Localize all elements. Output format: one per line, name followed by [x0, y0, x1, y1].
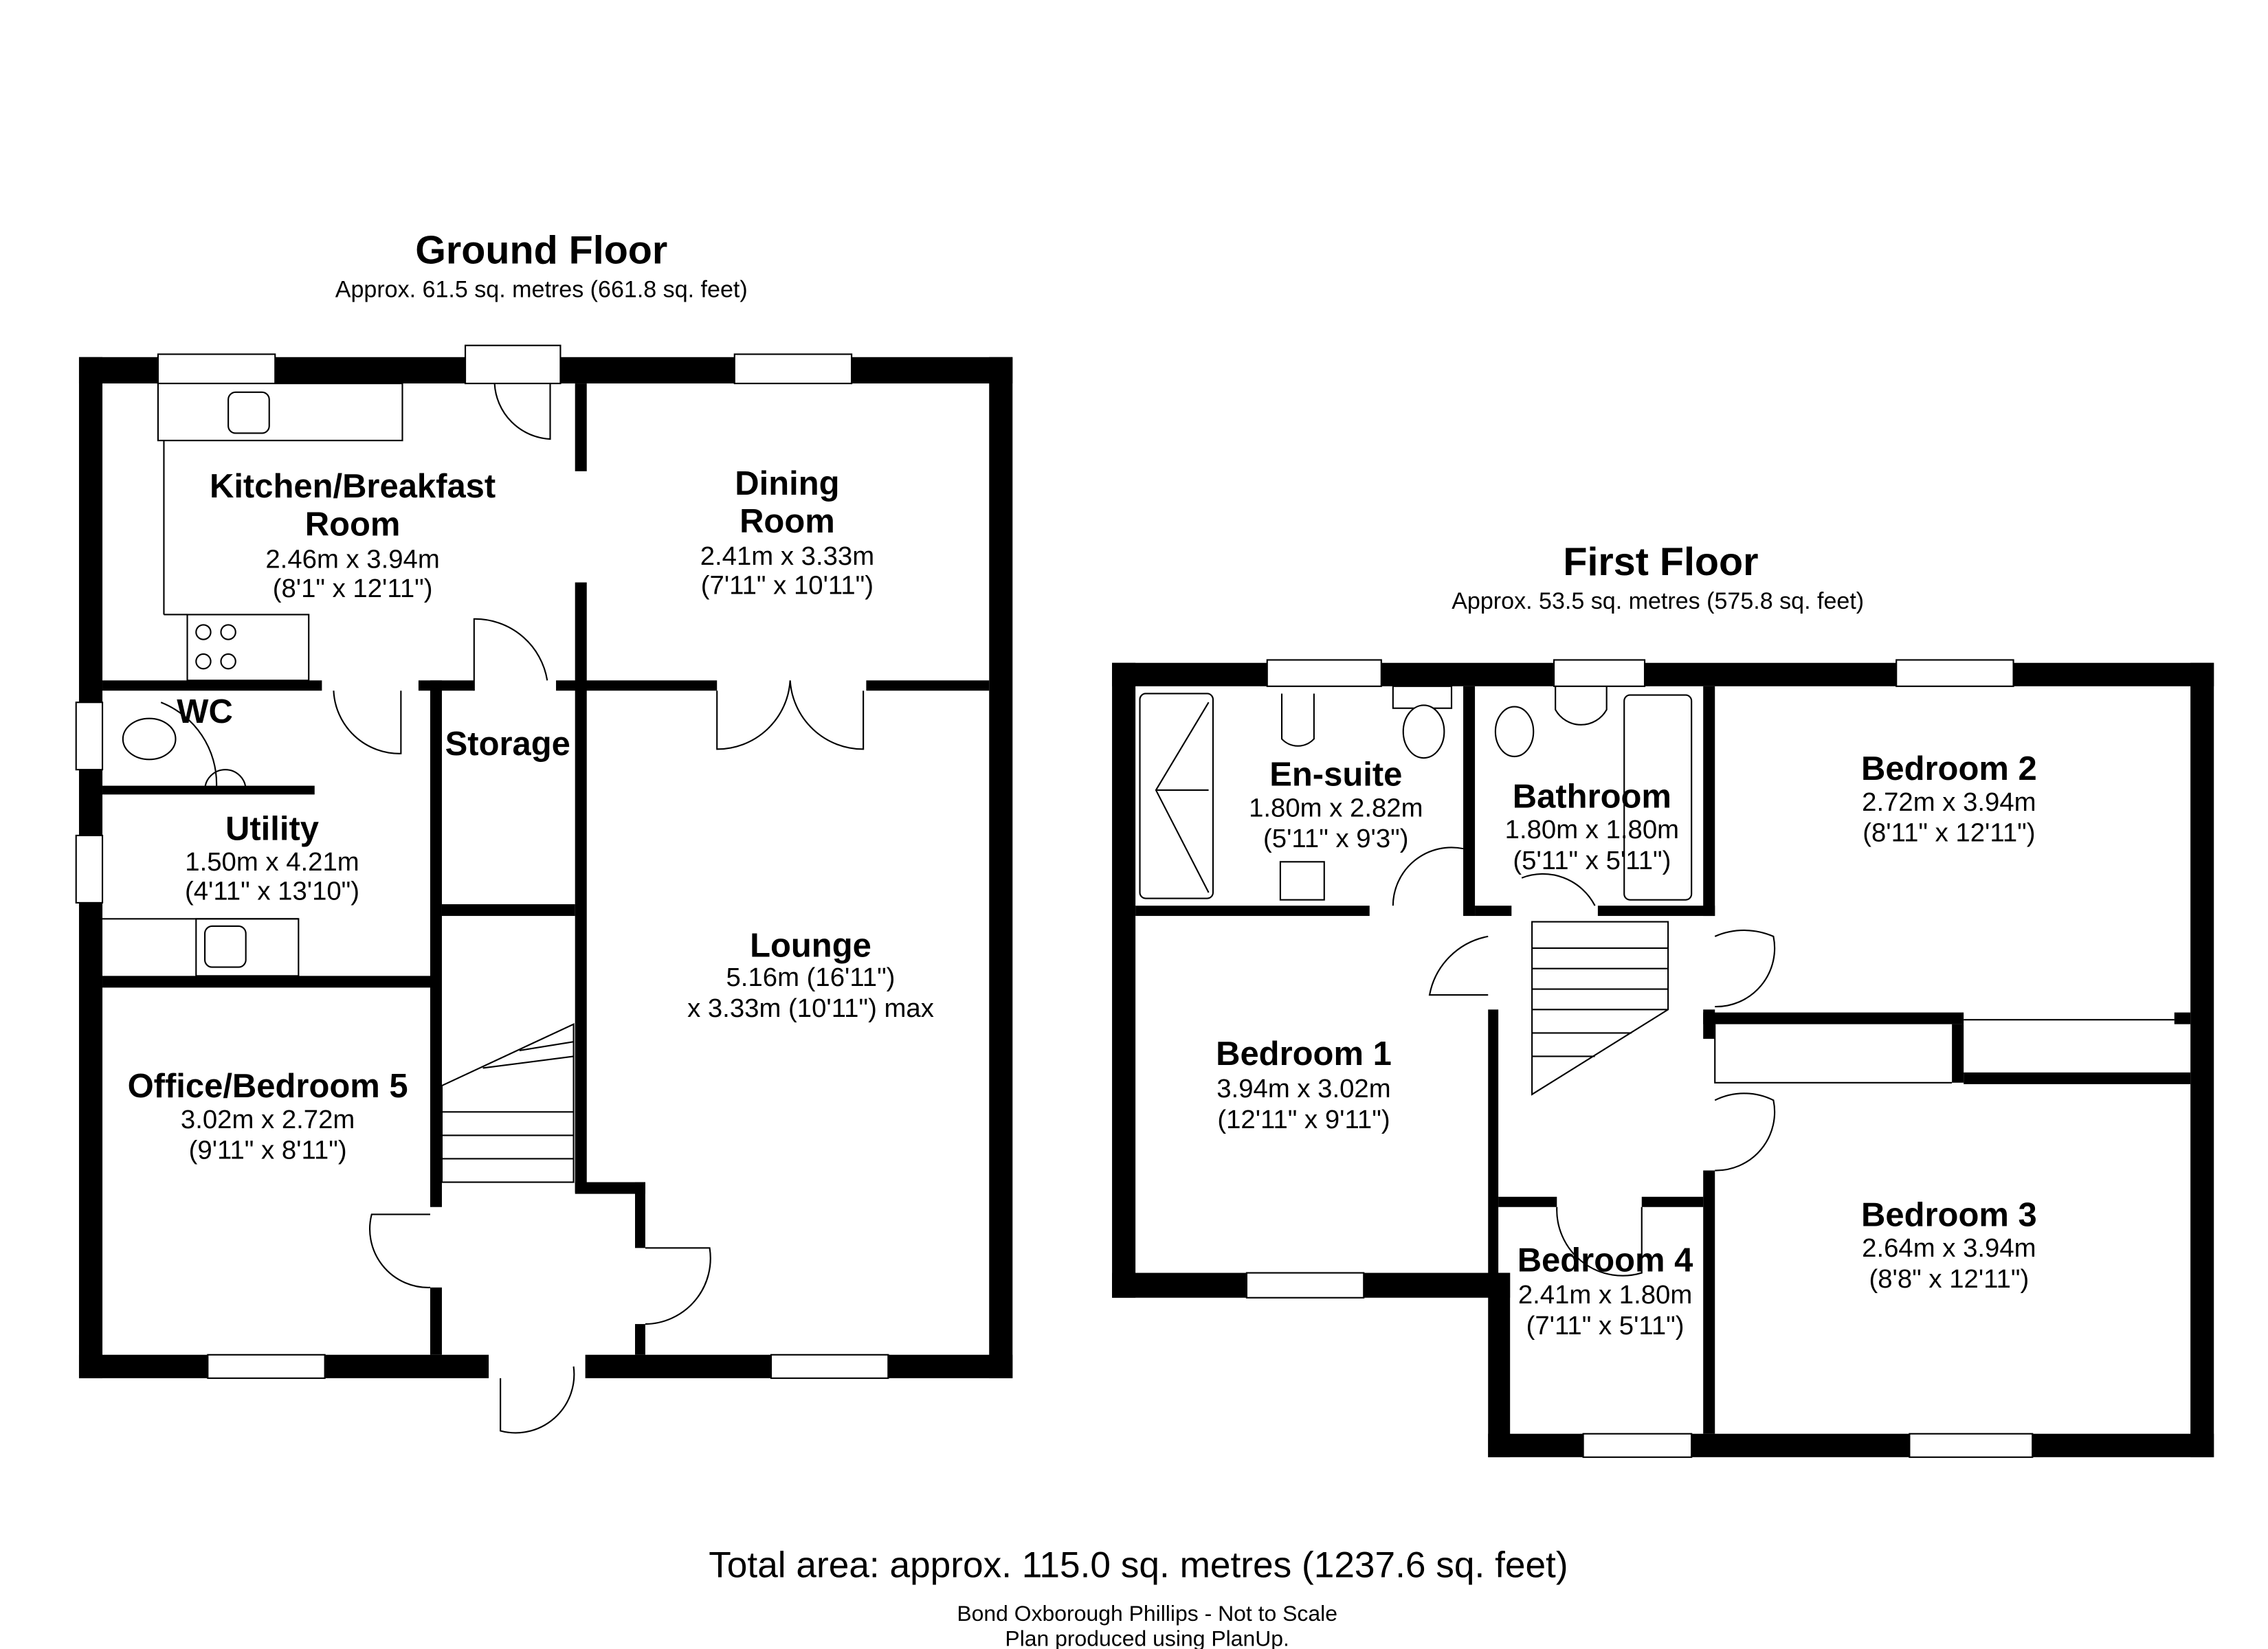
- toilet: [1402, 704, 1445, 759]
- door: [464, 344, 562, 385]
- bath: [1623, 694, 1693, 901]
- first-floor-stairs: [1531, 921, 1669, 1096]
- window: [733, 353, 853, 385]
- window: [1582, 1433, 1693, 1458]
- basin: [1279, 861, 1325, 901]
- room-dimensions: (12'11" x 9'11"): [1217, 1105, 1390, 1134]
- toilet: [1494, 706, 1535, 758]
- room-dimensions: 5.16m (16'11"): [726, 963, 896, 992]
- basin: [1555, 686, 1608, 726]
- room-dimensions: 2.41m x 3.33m: [700, 541, 874, 571]
- ground-floor-area: Approx. 61.5 sq. metres (661.8 sq. feet): [335, 276, 748, 302]
- room-bedroom-4: Bedroom 4 2.41m x 1.80m (7'11" x 5'11"): [1517, 1242, 1693, 1340]
- first-floor-fixtures: [1139, 659, 2175, 1458]
- room-dimensions: (7'11" x 5'11"): [1526, 1311, 1685, 1340]
- room-dimensions: 1.50m x 4.21m: [185, 847, 359, 877]
- room-name: Bathroom: [1513, 778, 1671, 816]
- room-name: Bedroom 2: [1861, 750, 2037, 787]
- agent-note: Bond Oxborough Phillips - Not to Scale: [957, 1601, 1337, 1626]
- window: [1895, 659, 2014, 687]
- window: [75, 834, 104, 904]
- window: [207, 1354, 326, 1379]
- room-name: Kitchen/Breakfast: [210, 468, 496, 505]
- credit-note: Plan produced using PlanUp.: [1005, 1626, 1289, 1649]
- ground-floor-fixtures: [75, 344, 889, 1434]
- room-dimensions: (4'11" x 13'10"): [185, 877, 359, 906]
- ground-stairs: [441, 1022, 575, 1183]
- room-dimensions: (7'11" x 10'11"): [701, 571, 874, 601]
- window: [157, 353, 276, 385]
- room-dimensions: (5'11" x 5'11"): [1513, 846, 1671, 875]
- room-dimensions: (5'11" x 9'3"): [1263, 824, 1408, 853]
- window: [1266, 659, 1382, 687]
- room-storage: Storage: [445, 726, 570, 763]
- room-dining: Dining Room 2.41m x 3.33m (7'11" x 10'11…: [700, 465, 874, 601]
- window: [1553, 659, 1646, 687]
- room-dimensions: 3.94m x 3.02m: [1216, 1074, 1390, 1103]
- room-dimensions: (8'1" x 12'11"): [273, 574, 433, 603]
- room-name: Bedroom 3: [1861, 1196, 2037, 1233]
- room-name: Room: [305, 506, 401, 543]
- total-area: Total area: approx. 115.0 sq. metres (12…: [709, 1545, 1568, 1585]
- room-dimensions: 3.02m x 2.72m: [181, 1105, 355, 1134]
- room-lounge: Lounge 5.16m (16'11") x 3.33m (10'11") m…: [687, 928, 934, 1023]
- room-dimensions: 1.80m x 1.80m: [1505, 815, 1679, 844]
- room-wc: WC: [177, 693, 233, 730]
- room-name: Bedroom 1: [1216, 1035, 1392, 1073]
- room-dimensions: 2.41m x 1.80m: [1518, 1280, 1692, 1310]
- room-name: Room: [740, 503, 835, 540]
- room-bedroom-2: Bedroom 2 2.72m x 3.94m (8'11" x 12'11"): [1861, 750, 2037, 847]
- room-bedroom-3: Bedroom 3 2.64m x 3.94m (8'8" x 12'11"): [1861, 1196, 2037, 1293]
- room-name: Lounge: [750, 928, 871, 965]
- first-floor-walls: [1112, 662, 2214, 1457]
- window: [1245, 1272, 1365, 1299]
- kitchen-sink-unit: [157, 383, 403, 442]
- room-dimensions: (9'11" x 8'11"): [189, 1135, 347, 1165]
- window: [770, 1354, 889, 1379]
- room-dimensions: 2.46m x 3.94m: [265, 544, 439, 574]
- room-name: En-suite: [1269, 756, 1402, 794]
- first-floor-title: First Floor: [1563, 540, 1758, 584]
- room-dimensions: x 3.33m (10'11") max: [687, 994, 934, 1023]
- window: [75, 702, 104, 771]
- room-bathroom: Bathroom 1.80m x 1.80m (5'11" x 5'11"): [1505, 778, 1679, 875]
- room-dimensions: 2.64m x 3.94m: [1862, 1233, 2036, 1263]
- room-dimensions: 1.80m x 2.82m: [1249, 793, 1423, 822]
- toilet: [122, 717, 177, 761]
- room-dimensions: 2.72m x 3.94m: [1862, 787, 2036, 817]
- ground-floor-title: Ground Floor: [415, 229, 667, 273]
- shower: [1139, 693, 1214, 899]
- window: [1909, 1433, 2034, 1458]
- room-name: Office/Bedroom 5: [128, 1068, 408, 1105]
- room-utility: Utility 1.50m x 4.21m (4'11" x 13'10"): [185, 810, 359, 906]
- room-office: Office/Bedroom 5 3.02m x 2.72m (9'11" x …: [128, 1068, 408, 1165]
- toilet: [1280, 693, 1315, 747]
- room-dimensions: (8'8" x 12'11"): [1869, 1264, 2029, 1294]
- room-dimensions: (8'11" x 12'11"): [1863, 818, 2035, 847]
- room-ensuite: En-suite 1.80m x 2.82m (5'11" x 9'3"): [1249, 756, 1423, 853]
- room-name: Dining: [735, 465, 839, 502]
- room-kitchen: Kitchen/Breakfast Room 2.46m x 3.94m (8'…: [210, 468, 496, 603]
- room-bedroom-1: Bedroom 1 3.94m x 3.02m (12'11" x 9'11"): [1216, 1035, 1392, 1134]
- first-floor-area: Approx. 53.5 sq. metres (575.8 sq. feet): [1452, 588, 1864, 614]
- room-name: Bedroom 4: [1517, 1242, 1693, 1279]
- room-name: Utility: [225, 810, 319, 847]
